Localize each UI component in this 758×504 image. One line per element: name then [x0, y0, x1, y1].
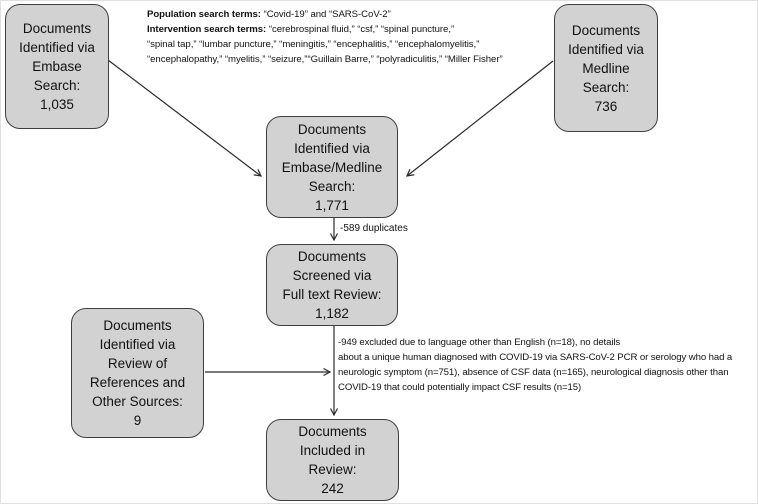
arrow-medline-to-combined: [406, 60, 554, 177]
node-included-review: Documents Included in Review: 242: [266, 419, 399, 501]
intervention-terms-label: Intervention search terms:: [147, 24, 267, 35]
search-terms-note: Population search terms: “Covid-19” and …: [147, 7, 577, 67]
exclusions-label: -949 excluded due to language other than…: [338, 337, 733, 393]
intervention-terms-continued-2: “encephalopathy,” “myelitis,” “seizure,”…: [147, 54, 503, 65]
intervention-terms-value: “cerebrospinal fluid,” “csf,” “spinal pu…: [266, 24, 455, 35]
node-medline-search: Documents Identified via Medline Search:…: [554, 4, 658, 132]
node-fulltext-screened: Documents Screened via Full text Review:…: [266, 244, 398, 326]
population-terms-line: Population search terms: “Covid-19” and …: [147, 7, 577, 22]
node-embase-search: Documents Identified via Embase Search: …: [5, 4, 109, 129]
arrow-embase-to-combined: [107, 59, 263, 177]
population-terms-value: “Covid-19” and “SARS-CoV-2”: [260, 9, 391, 20]
node-combined-search: Documents Identified via Embase/Medline …: [266, 116, 398, 218]
intervention-terms-continued-1: “spinal tap,” “lumbar puncture,” “mening…: [147, 39, 480, 50]
node-other-sources: Documents Identified via Review of Refer…: [71, 308, 204, 438]
duplicates-removed-label: -589 duplicates: [340, 223, 408, 234]
population-terms-label: Population search terms:: [147, 9, 261, 20]
intervention-terms-line: Intervention search terms: “cerebrospina…: [147, 22, 577, 37]
